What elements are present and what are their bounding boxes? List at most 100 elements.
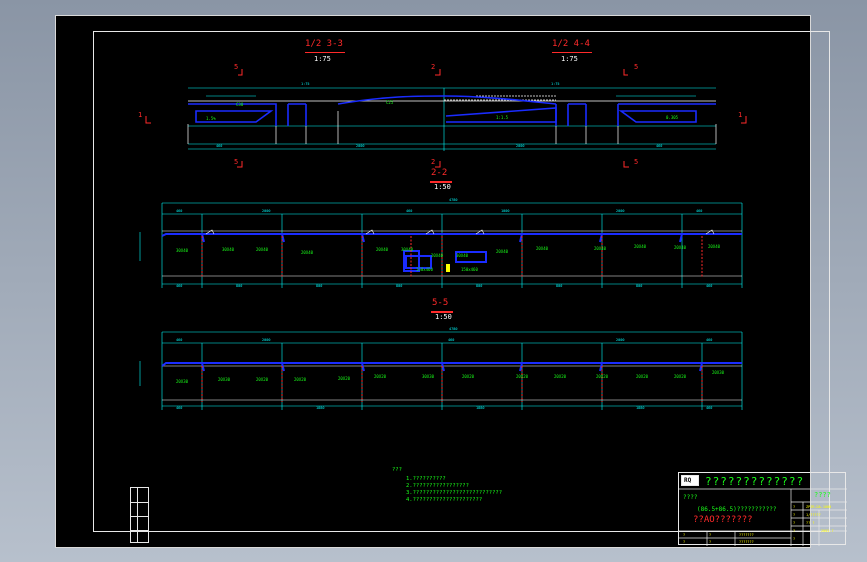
drawing-subtitle: (86.5+86.5)??????????? [697,506,777,513]
drawing-name: ??AO??????? [693,515,753,525]
svg-text:460: 460 [706,284,712,288]
svg-text:C25: C25 [386,100,394,105]
note-line-4: 4.????????????????????? [406,497,483,503]
svg-text:30X40: 30X40 [176,248,189,253]
svg-text:150x460: 150x460 [416,267,433,272]
cut-mark-1: 1 [738,111,743,119]
company-name: ????????????? [705,475,805,488]
svg-text:20X30: 20X30 [176,379,189,384]
drawing-frame [93,31,830,532]
note-line-3: 3.??????????????????????????? [406,490,503,496]
drawing-canvas[interactable]: 1/2 3-3 1:75 1/2 4-4 1:75 2-2 1:50 5-5 1… [55,15,847,548]
svg-text:460: 460 [176,406,182,410]
svg-text:20X40: 20X40 [431,253,444,258]
cut-mark-2: 2 [431,158,436,166]
svg-text:150x460: 150x460 [461,267,478,272]
svg-text:?: ? [683,540,685,544]
title-block-caption: ???? [683,494,698,501]
svg-text:1880: 1880 [476,406,484,410]
svg-text:2000: 2000 [262,338,270,342]
svg-text:20X20: 20X20 [674,374,687,379]
svg-text:30X40: 30X40 [456,253,469,258]
svg-text:?: ? [793,505,795,509]
svg-text:20X20: 20X20 [462,374,475,379]
cut-mark-5: 5 [234,63,239,71]
svg-text:2000: 2000 [616,209,624,213]
svg-text:460: 460 [706,406,712,410]
svg-text:1:75: 1:75 [551,82,559,86]
svg-text:800: 800 [316,284,322,288]
svg-text:800: 800 [236,284,242,288]
title-underline [305,52,345,53]
svg-text:800: 800 [396,284,402,288]
svg-text:460: 460 [176,284,182,288]
svg-text:20X30: 20X30 [712,370,725,375]
svg-text:C30: C30 [236,102,244,107]
svg-text:?: ? [793,521,795,525]
svg-text:20X30: 20X30 [218,377,231,382]
svg-text:20X40: 20X40 [496,249,509,254]
svg-text:20X20: 20X20 [294,377,307,382]
svg-text:2002.7: 2002.7 [821,529,834,533]
svg-text:20X40: 20X40 [536,246,549,251]
svg-text:1.5%: 1.5% [206,116,216,121]
section-4-4-scale: 1:75 [561,55,578,63]
svg-text:2000: 2000 [616,338,624,342]
svg-text:1000: 1000 [501,209,509,213]
svg-text:20X20: 20X20 [338,376,351,381]
svg-text:?: ? [793,513,795,517]
cut-mark-5: 5 [234,158,239,166]
title-underline [552,52,592,53]
cut-mark-1: 1 [138,111,143,119]
cad-geometry: 1.5% 0.305 1:1.5 C30 C25 1:75 1:75 460 2… [139,69,747,410]
section-3-3-4-4-drawing: 1.5% 0.305 1:1.5 C30 C25 1:75 1:75 460 2… [187,82,717,151]
svg-text:4780: 4780 [449,198,457,202]
svg-text:460: 460 [696,209,702,213]
cut-mark-2: 2 [431,63,436,71]
svg-text:???????: ??????? [739,533,754,537]
note-line-1: 1.?????????? [406,476,446,482]
svg-text:4780: 4780 [449,327,457,331]
title-block[interactable]: ZPZR-DA-1000 1/????? ?? ? 2002.7 ? ? ???… [678,472,847,546]
svg-text:20X40: 20X40 [674,245,687,250]
section-2-2-title: 2-2 [431,168,448,178]
svg-text:?? ?: ?? ? [806,521,814,525]
svg-text:20X40: 20X40 [301,250,314,255]
title-underline [431,311,453,313]
svg-text:20X20: 20X20 [256,377,269,382]
svg-text:800: 800 [476,284,482,288]
svg-text:30X40: 30X40 [401,247,414,252]
svg-text:0.305: 0.305 [666,115,679,120]
title-underline [430,181,452,183]
revision-strip [130,487,149,543]
svg-text:20X20: 20X20 [596,374,609,379]
svg-text:1/?????: 1/????? [806,513,821,517]
section-2-2-drawing: 30X40 30X40 20X40 20X40 20X40 30X40 20X4… [139,198,743,288]
svg-text:30X30: 30X30 [422,374,435,379]
svg-text:2000: 2000 [262,209,270,213]
svg-text:2000: 2000 [356,144,364,148]
section-3-3-scale: 1:75 [314,55,331,63]
svg-text:20X40: 20X40 [634,244,647,249]
section-5-5-scale: 1:50 [435,313,452,321]
svg-text:460: 460 [406,209,412,213]
svg-text:460: 460 [176,209,182,213]
svg-text:20X20: 20X20 [516,374,529,379]
title-block-header: ???? [814,491,831,499]
svg-text:800: 800 [636,284,642,288]
section-4-4-title: 1/2 4-4 [552,39,590,49]
svg-text:460: 460 [656,144,662,148]
svg-text:20X40: 20X40 [376,247,389,252]
svg-text:20X20: 20X20 [636,374,649,379]
svg-text:1880: 1880 [316,406,324,410]
svg-text:1880: 1880 [636,406,644,410]
logo-text: RQ [684,477,692,484]
cut-mark-5: 5 [634,158,639,166]
svg-text:?: ? [709,533,711,537]
svg-text:?: ? [709,540,711,544]
svg-text:ZPZR-DA-1000: ZPZR-DA-1000 [806,505,831,509]
title-block-grid: ZPZR-DA-1000 1/????? ?? ? 2002.7 ? ? ???… [679,488,847,546]
svg-text:460: 460 [448,338,454,342]
cut-mark-5: 5 [634,63,639,71]
svg-text:20X40: 20X40 [256,247,269,252]
